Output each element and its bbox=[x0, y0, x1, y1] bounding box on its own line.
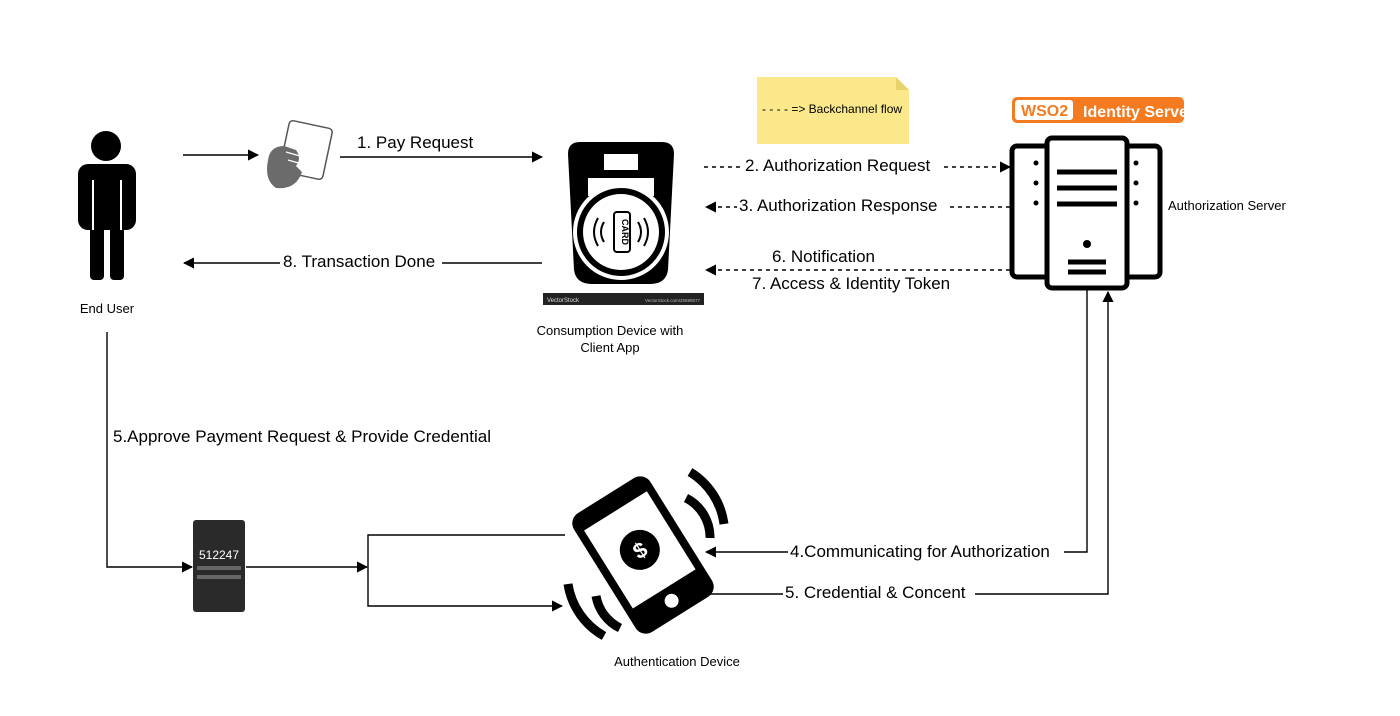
hand-card-icon bbox=[267, 119, 333, 189]
token-device-icon: 512247 bbox=[193, 520, 245, 612]
end-user-label: End User bbox=[80, 301, 135, 316]
transaction-done-label: 8. Transaction Done bbox=[283, 252, 435, 271]
server-icon bbox=[1009, 135, 1163, 291]
consumption-device-label-line1: Consumption Device with bbox=[537, 323, 684, 338]
legend-note-text: - - - - => Backchannel flow bbox=[762, 102, 902, 116]
approve-label: 5.Approve Payment Request & Provide Cred… bbox=[113, 427, 491, 446]
authorization-server-label: Authorization Server bbox=[1168, 198, 1286, 213]
svg-text:VectorStock.com/25599577: VectorStock.com/25599577 bbox=[645, 298, 701, 303]
bracket-bottom-arrow bbox=[367, 567, 564, 612]
consumption-device-label-line2: Client App bbox=[580, 340, 639, 355]
notification-label: 6. Notification bbox=[772, 247, 875, 266]
auth-response-label: 3. Authorization Response bbox=[739, 196, 937, 215]
logo-product: Identity Server bbox=[1083, 104, 1194, 121]
token-code: 512247 bbox=[199, 548, 239, 562]
communicating-arrow bbox=[704, 290, 1088, 558]
communicating-label: 4.Communicating for Authorization bbox=[790, 542, 1050, 561]
legend-note: - - - - => Backchannel flow bbox=[757, 77, 909, 144]
authentication-device-label: Authentication Device bbox=[614, 654, 740, 669]
end-user-icon bbox=[78, 131, 136, 280]
svg-text:CARD: CARD bbox=[620, 219, 630, 245]
logo-brand: WSO2 bbox=[1021, 103, 1068, 120]
wso2-logo: WSO2 Identity Server bbox=[1012, 97, 1194, 123]
bracket-top-line bbox=[367, 534, 565, 567]
card-terminal-icon: CARD bbox=[568, 142, 674, 284]
phone-icon: $ bbox=[563, 468, 729, 640]
vectorstock-watermark: VectorStock VectorStock.com/25599577 bbox=[543, 293, 704, 305]
auth-request-label: 2. Authorization Request bbox=[745, 156, 931, 175]
credential-label: 5. Credential & Concent bbox=[785, 583, 966, 602]
pay-request-label: 1. Pay Request bbox=[357, 133, 474, 152]
approve-arrow bbox=[106, 332, 194, 573]
access-token-label: 7. Access & Identity Token bbox=[752, 274, 950, 293]
svg-text:VectorStock: VectorStock bbox=[547, 298, 580, 304]
